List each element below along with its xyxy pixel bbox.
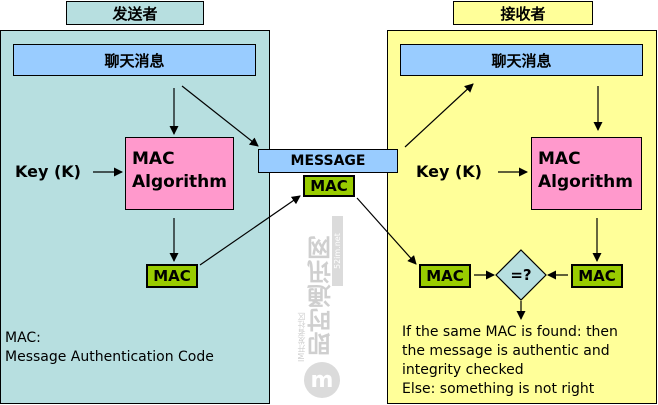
- sender-message-box: 聊天消息: [13, 44, 256, 76]
- sender-algorithm-line2: Algorithm: [132, 172, 227, 192]
- sender-note-line1: MAC:: [5, 330, 41, 346]
- receiver-algorithm-line2: Algorithm: [538, 172, 633, 192]
- sender-note: MAC: Message Authentication Code: [5, 329, 214, 367]
- sender-title: 发送者: [66, 1, 204, 25]
- receiver-panel: [387, 30, 657, 404]
- watermark-logo-icon: m: [304, 362, 340, 398]
- watermark: m 即时通讯网 IM开发者社区 52im.net: [296, 212, 344, 404]
- receiver-mac-algorithm-box: MAC Algorithm: [531, 137, 642, 210]
- receiver-note-line: the message is authentic and: [402, 343, 610, 359]
- receiver-note-line: If the same MAC is found: then: [402, 324, 618, 340]
- sender-panel: [0, 30, 270, 404]
- sender-mac-tag: MAC: [146, 264, 198, 288]
- arrow-sender-mac-to-channel: [199, 195, 301, 266]
- arrow-channel-to-receiver-message: [404, 83, 474, 148]
- receiver-key-label: Key (K): [416, 162, 482, 181]
- arrow-channel-mac-to-receiver-mac: [356, 197, 417, 265]
- sender-note-line2: Message Authentication Code: [5, 349, 214, 365]
- receiver-algorithm-line1: MAC: [538, 149, 581, 169]
- receiver-computed-mac-tag: MAC: [571, 264, 623, 288]
- arrow-sender-message-to-channel: [181, 85, 259, 147]
- sender-mac-algorithm-box: MAC Algorithm: [125, 137, 234, 210]
- receiver-note: If the same MAC is found: then the messa…: [402, 323, 618, 399]
- sender-key-label: Key (K): [15, 162, 81, 181]
- receiver-message-box: 聊天消息: [400, 44, 643, 76]
- channel-message-box: MESSAGE: [258, 149, 398, 173]
- receiver-title: 接收者: [453, 1, 593, 25]
- receiver-received-mac-tag: MAC: [419, 264, 471, 288]
- channel-mac-tag: MAC: [303, 175, 355, 197]
- sender-algorithm-line1: MAC: [132, 149, 175, 169]
- compare-diamond: [495, 249, 547, 301]
- receiver-note-line: integrity checked: [402, 362, 524, 378]
- receiver-note-line: Else: something is not right: [402, 381, 595, 397]
- compare-symbol: =?: [510, 266, 531, 284]
